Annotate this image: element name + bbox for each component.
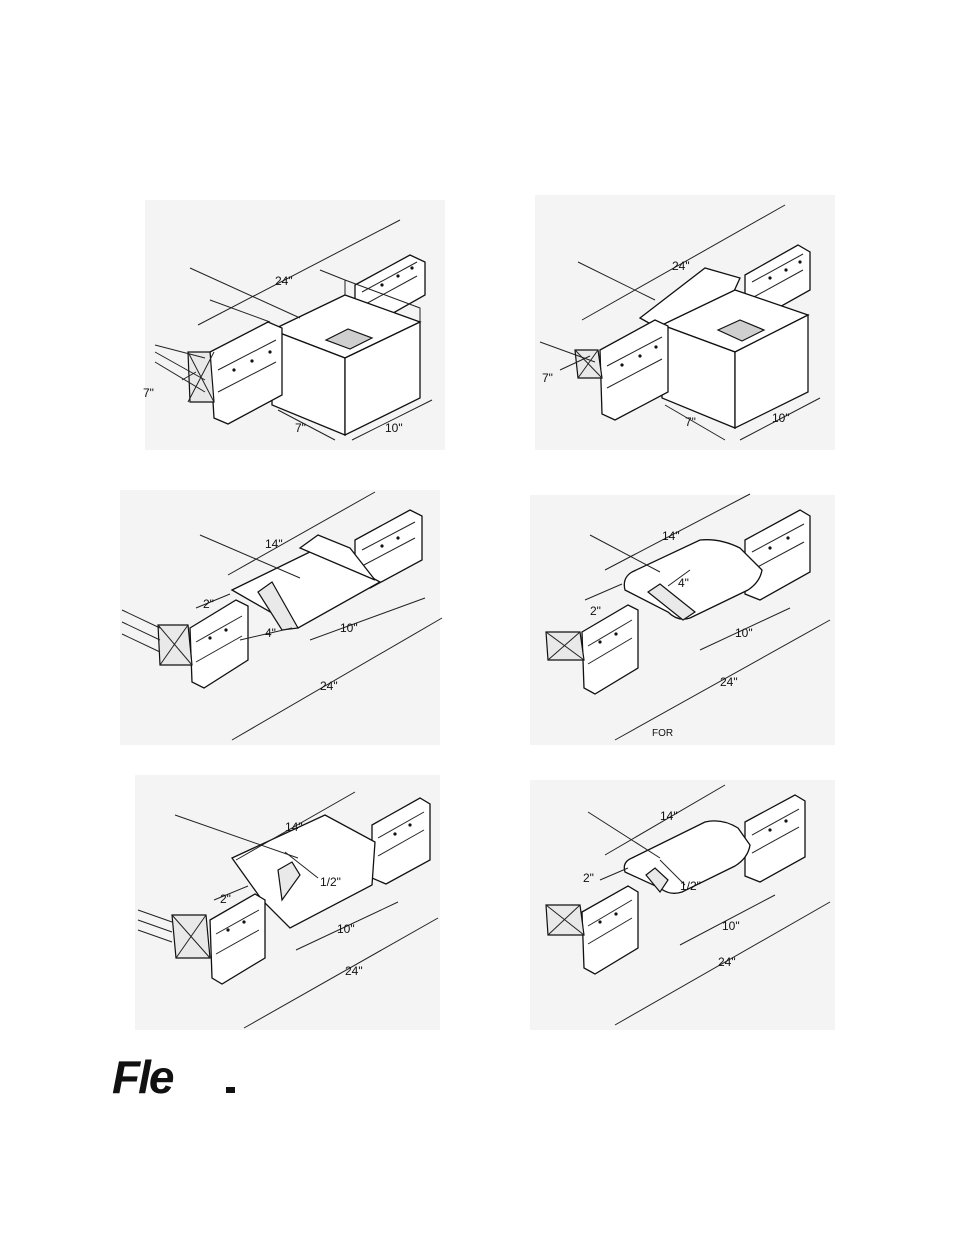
figure-6-dim-bottom: 24": [718, 955, 736, 969]
figure-4-dim-left: 2": [590, 604, 601, 618]
figure-6-dim-inner: 1/2": [680, 879, 701, 893]
figure-3-saddle-flashing: 14" 2" 4" 10" 24": [120, 490, 442, 745]
figure-5-dim-middle: 10": [337, 922, 355, 936]
figure-5-dim-top: 14": [285, 820, 303, 834]
figure-2-dim-left: 7": [542, 371, 553, 385]
figure-6-dim-middle: 10": [722, 919, 740, 933]
figure-2-box-flashing: 24" 7" 7" 10": [535, 195, 835, 450]
brand-logo-period: [226, 1087, 235, 1093]
figure-2-dim-top: 24": [672, 259, 690, 273]
figure-3-dim-inner: 4": [265, 626, 276, 640]
figure-3-dim-top: 14": [265, 537, 283, 551]
figure-5-saddle-flashing: 14" 2" 1/2" 10" 24": [135, 775, 440, 1030]
figure-6-dim-top: 14": [660, 809, 678, 823]
figure-3-dim-middle: 10": [340, 621, 358, 635]
figure-2-dim-bottom-left: 7": [685, 415, 696, 429]
figure-4-note: FOR: [652, 728, 673, 739]
figure-1-box-flashing: 24" 7" 7" 10": [143, 200, 445, 450]
figure-4-dim-inner: 4": [678, 576, 689, 590]
figure-4-dim-bottom: 24": [720, 675, 738, 689]
brand-logo: Fle: [112, 1051, 235, 1103]
figure-5-dim-bottom: 24": [345, 964, 363, 978]
figure-4-saddle-flashing: 14" 4" 2" 10" 24" FOR: [530, 494, 835, 745]
figure-1-dim-bottom-right: 10": [385, 421, 403, 435]
figure-1-dim-left: 7": [143, 386, 154, 400]
figure-5-dim-left: 2": [220, 892, 231, 906]
figure-2-dim-bottom-right: 10": [772, 411, 790, 425]
figure-1-dim-top: 24": [275, 274, 293, 288]
figure-3-dim-left: 2": [203, 597, 214, 611]
figure-1-dim-bottom-left: 7": [295, 421, 306, 435]
figure-3-dim-bottom: 24": [320, 679, 338, 693]
brand-logo-text: Fle: [112, 1051, 174, 1103]
figure-5-dim-inner: 1/2": [320, 875, 341, 889]
figure-4-dim-middle: 10": [735, 626, 753, 640]
figure-6-dim-left: 2": [583, 871, 594, 885]
figure-6-saddle-flashing: 14" 2" 1/2" 10" 24": [530, 780, 835, 1030]
figure-4-dim-top: 14": [662, 529, 680, 543]
